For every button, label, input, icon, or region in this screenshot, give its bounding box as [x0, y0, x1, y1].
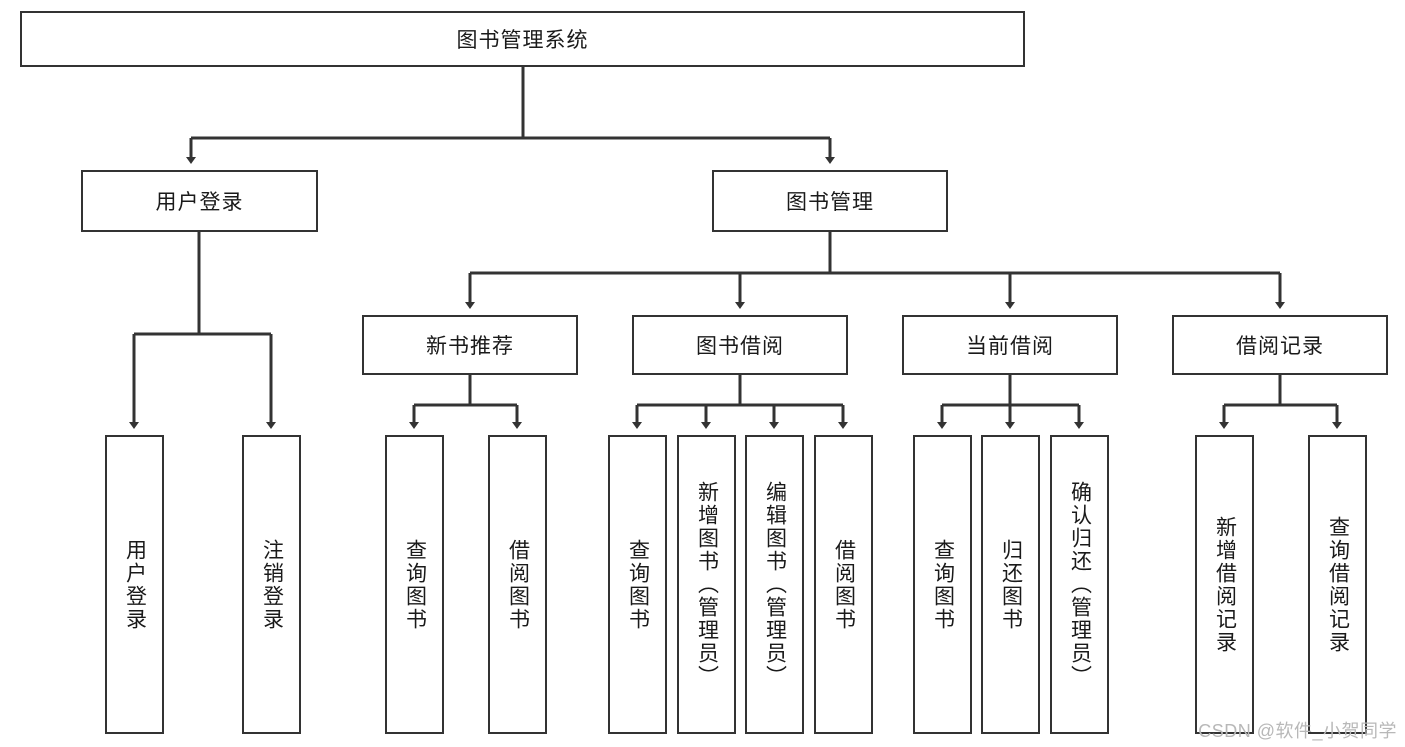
watermark-text: CSDN @软件_小贺同学: [1198, 721, 1397, 741]
leaf-user-login[interactable]: 用户登录: [105, 435, 164, 734]
leaf-query-book-current[interactable]: 查询图书: [913, 435, 972, 734]
node-borrow-record[interactable]: 借阅记录: [1172, 315, 1388, 375]
node-book-management[interactable]: 图书管理: [712, 170, 948, 232]
node-user-login[interactable]: 用户登录: [81, 170, 318, 232]
node-book-borrow[interactable]: 图书借阅: [632, 315, 848, 375]
node-new-book-recommend[interactable]: 新书推荐: [362, 315, 578, 375]
leaf-add-book-admin[interactable]: 新增图书（管理员）: [677, 435, 736, 734]
leaf-borrow-book[interactable]: 借阅图书: [814, 435, 873, 734]
leaf-edit-book-admin[interactable]: 编辑图书（管理员）: [745, 435, 804, 734]
node-root[interactable]: 图书管理系统: [20, 11, 1025, 67]
leaf-query-book-recommend[interactable]: 查询图书: [385, 435, 444, 734]
leaf-add-borrow-record[interactable]: 新增借阅记录: [1195, 435, 1254, 734]
leaf-query-book-borrow[interactable]: 查询图书: [608, 435, 667, 734]
leaf-return-book[interactable]: 归还图书: [981, 435, 1040, 734]
leaf-confirm-return-admin[interactable]: 确认归还（管理员）: [1050, 435, 1109, 734]
leaf-borrow-book-recommend[interactable]: 借阅图书: [488, 435, 547, 734]
leaf-logout[interactable]: 注销登录: [242, 435, 301, 734]
node-current-borrow[interactable]: 当前借阅: [902, 315, 1118, 375]
leaf-query-borrow-record[interactable]: 查询借阅记录: [1308, 435, 1367, 734]
